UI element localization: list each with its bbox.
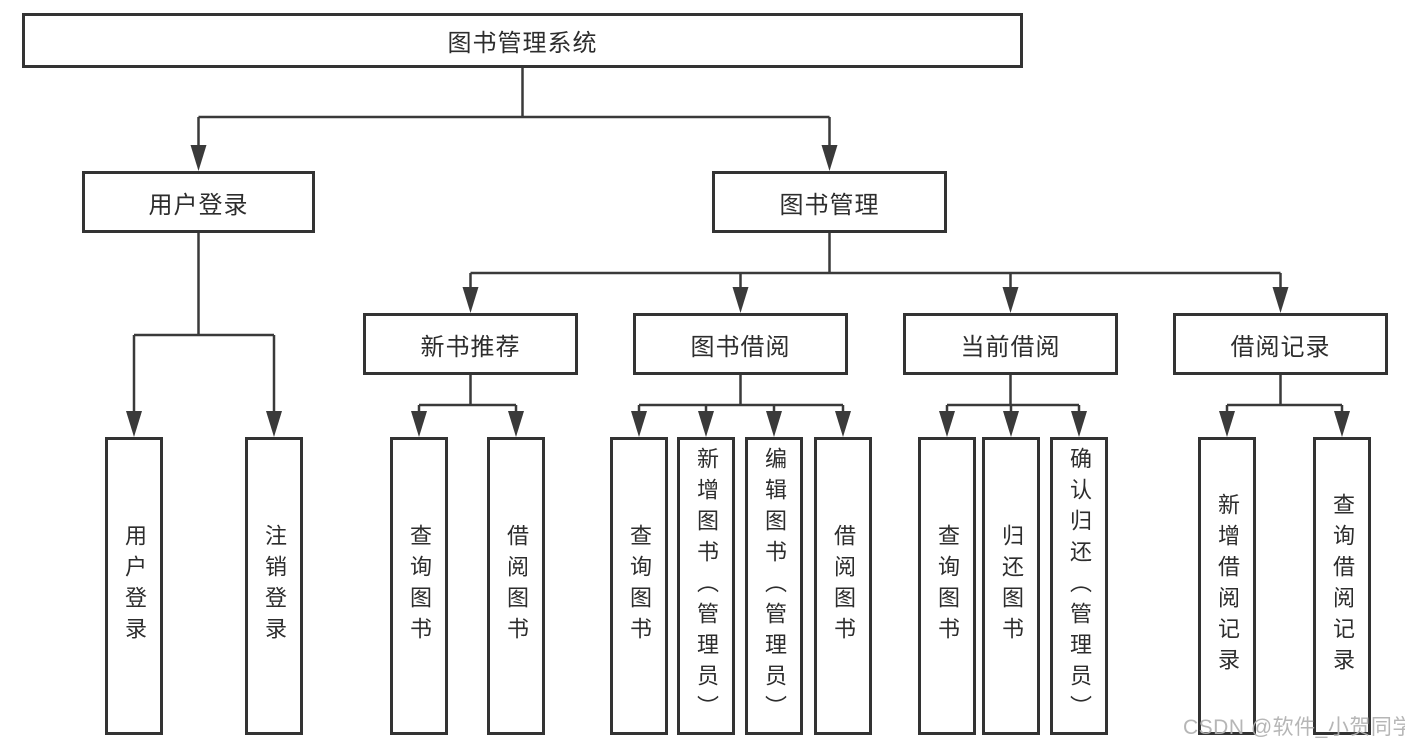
leaf-user-login-label: 用户登录 — [122, 524, 147, 648]
node-root-label: 图书管理系统 — [447, 30, 598, 57]
leaf-query-borrow-record: 查询借阅记录 — [1313, 437, 1371, 735]
node-current-borrow-label: 当前借阅 — [960, 333, 1061, 361]
leaf-query-books-borrow: 查询图书 — [610, 437, 668, 735]
leaf-query-borrow-record-label: 查询借阅记录 — [1330, 493, 1355, 679]
leaf-query-books-current: 查询图书 — [918, 437, 976, 735]
leaf-logout-label: 注销登录 — [262, 524, 287, 648]
connector-newbook-to-leaves — [417, 375, 518, 416]
node-user-login-label: 用户登录 — [148, 191, 249, 219]
node-book-borrow-label: 图书借阅 — [690, 333, 791, 361]
leaf-borrow-books: 借阅图书 — [814, 437, 872, 735]
connector-root-to-level2 — [197, 68, 831, 150]
connector-borrowrecords-to-leaves — [1225, 375, 1344, 416]
leaf-return-book: 归还图书 — [982, 437, 1040, 735]
connector-currentborrow-to-leaves — [945, 375, 1081, 416]
leaf-query-books-recommend-label: 查询图书 — [407, 524, 432, 648]
node-new-book-recommend: 新书推荐 — [363, 313, 578, 375]
node-borrow-records-label: 借阅记录 — [1230, 333, 1331, 361]
leaf-borrow-books-label: 借阅图书 — [831, 524, 856, 648]
node-new-book-recommend-label: 新书推荐 — [420, 333, 521, 361]
leaf-return-book-label: 归还图书 — [999, 524, 1024, 648]
connector-userlogin-to-leaves — [132, 233, 276, 416]
node-current-borrow: 当前借阅 — [903, 313, 1118, 375]
leaf-add-book-admin: 新增图书（管理员） — [677, 437, 735, 735]
leaf-confirm-return-admin-label: 确认归还（管理员） — [1067, 446, 1092, 726]
leaf-query-books-borrow-label: 查询图书 — [627, 524, 652, 648]
leaf-logout: 注销登录 — [245, 437, 303, 735]
node-book-borrow: 图书借阅 — [633, 313, 848, 375]
connector-bookmgmt-to-level3 — [469, 233, 1282, 292]
node-book-management: 图书管理 — [712, 171, 947, 233]
leaf-user-login: 用户登录 — [105, 437, 163, 735]
leaf-edit-book-admin: 编辑图书（管理员） — [745, 437, 803, 735]
leaf-borrow-books-recommend: 借阅图书 — [487, 437, 545, 735]
leaf-add-borrow-record: 新增借阅记录 — [1198, 437, 1256, 735]
leaf-borrow-books-recommend-label: 借阅图书 — [504, 524, 529, 648]
leaf-confirm-return-admin: 确认归还（管理员） — [1050, 437, 1108, 735]
leaf-query-books-recommend: 查询图书 — [390, 437, 448, 735]
node-root: 图书管理系统 — [22, 13, 1023, 68]
leaf-add-borrow-record-label: 新增借阅记录 — [1215, 493, 1240, 679]
node-borrow-records: 借阅记录 — [1173, 313, 1388, 375]
csdn-watermark: CSDN @软件_小贺同学 — [1183, 716, 1405, 739]
arrowheads — [126, 145, 1350, 437]
leaf-query-books-current-label: 查询图书 — [935, 524, 960, 648]
node-user-login: 用户登录 — [82, 171, 315, 233]
leaf-edit-book-admin-label: 编辑图书（管理员） — [762, 446, 787, 726]
node-book-management-label: 图书管理 — [779, 191, 880, 219]
leaf-add-book-admin-label: 新增图书（管理员） — [694, 446, 719, 726]
connector-bookborrow-to-leaves — [637, 375, 845, 416]
